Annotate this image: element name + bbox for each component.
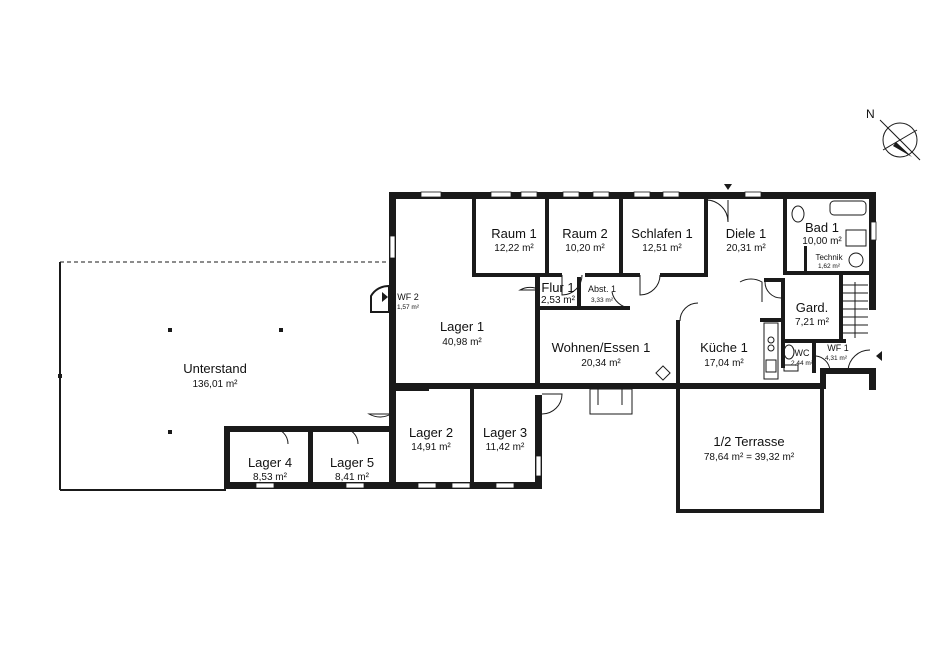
room-area-gard: 7,21 m²	[795, 317, 830, 328]
room-area-lager4: 8,53 m²	[253, 472, 288, 483]
room-name-lager3: Lager 3	[483, 425, 527, 440]
wf2-annex	[370, 284, 390, 313]
room-name-terrasse: 1/2 Terrasse	[713, 434, 784, 449]
room-area-kueche1: 17,04 m²	[704, 358, 744, 369]
wf1-entrance-arrow	[876, 351, 882, 361]
room-name-wc: WC	[795, 348, 810, 358]
room-name-raum2: Raum 2	[562, 226, 608, 241]
room-area-diele1: 20,31 m²	[726, 243, 766, 254]
room-area-wohnen: 20,34 m²	[581, 358, 621, 369]
room-name-flur1: Flur 1	[541, 280, 574, 295]
room-name-unterstand: Unterstand	[183, 361, 247, 376]
room-area-lager1: 40,98 m²	[442, 337, 482, 348]
room-name-wf1: WF 1	[827, 343, 849, 353]
room-area-raum2: 10,20 m²	[565, 243, 605, 254]
room-area-technik: 1,62 m²	[818, 263, 841, 270]
interior-walls	[389, 199, 869, 485]
kitchen-fixtures	[763, 322, 779, 380]
room-name-wohnen: Wohnen/Essen 1	[552, 340, 651, 355]
stairs	[843, 282, 868, 338]
entry-steps	[589, 388, 633, 415]
bathroom-fixtures	[783, 200, 867, 372]
room-area-raum1: 12,22 m²	[494, 243, 534, 254]
windows	[255, 191, 877, 489]
room-name-raum1: Raum 1	[491, 226, 537, 241]
room-name-lager4: Lager 4	[248, 455, 292, 470]
compass-north-label: N	[866, 107, 875, 121]
room-area-wf1: 4,31 m²	[825, 355, 848, 362]
room-name-lager5: Lager 5	[330, 455, 374, 470]
room-area-bad1: 10,00 m²	[802, 236, 842, 247]
room-name-diele1: Diele 1	[726, 226, 766, 241]
room-name-lager1: Lager 1	[440, 319, 484, 334]
room-name-abst1: Abst. 1	[588, 284, 616, 294]
room-area-lager2: 14,91 m²	[411, 442, 451, 453]
room-name-bad1: Bad 1	[805, 220, 839, 235]
room-name-kueche1: Küche 1	[700, 340, 748, 355]
fireplace-marker	[655, 365, 671, 381]
doors	[271, 199, 871, 445]
room-name-wf2: WF 2	[397, 292, 419, 302]
wf2-entrance-arrow	[382, 292, 388, 302]
room-area-wf2: 1,57 m²	[397, 304, 420, 311]
room-area-unterstand: 136,01 m²	[192, 379, 238, 390]
room-name-gard: Gard.	[796, 300, 829, 315]
terrasse-outline	[676, 389, 824, 513]
room-name-schlafen1: Schlafen 1	[631, 226, 692, 241]
entrance-arrow	[724, 184, 732, 190]
room-area-abst1: 3,33 m²	[591, 297, 614, 304]
room-name-lager2: Lager 2	[409, 425, 453, 440]
room-area-lager3: 11,42 m²	[486, 442, 525, 453]
room-area-terrasse: 78,64 m² = 39,32 m²	[704, 452, 795, 463]
unterstand-outline	[58, 261, 392, 491]
room-area-flur1: 2,53 m²	[541, 295, 576, 306]
compass-rose-icon: N	[866, 107, 921, 161]
room-area-schlafen1: 12,51 m²	[642, 243, 682, 254]
room-area-wc: 2,44 m²	[791, 360, 814, 367]
room-area-lager5: 8,41 m²	[335, 472, 370, 483]
room-name-technik: Technik	[815, 253, 843, 262]
